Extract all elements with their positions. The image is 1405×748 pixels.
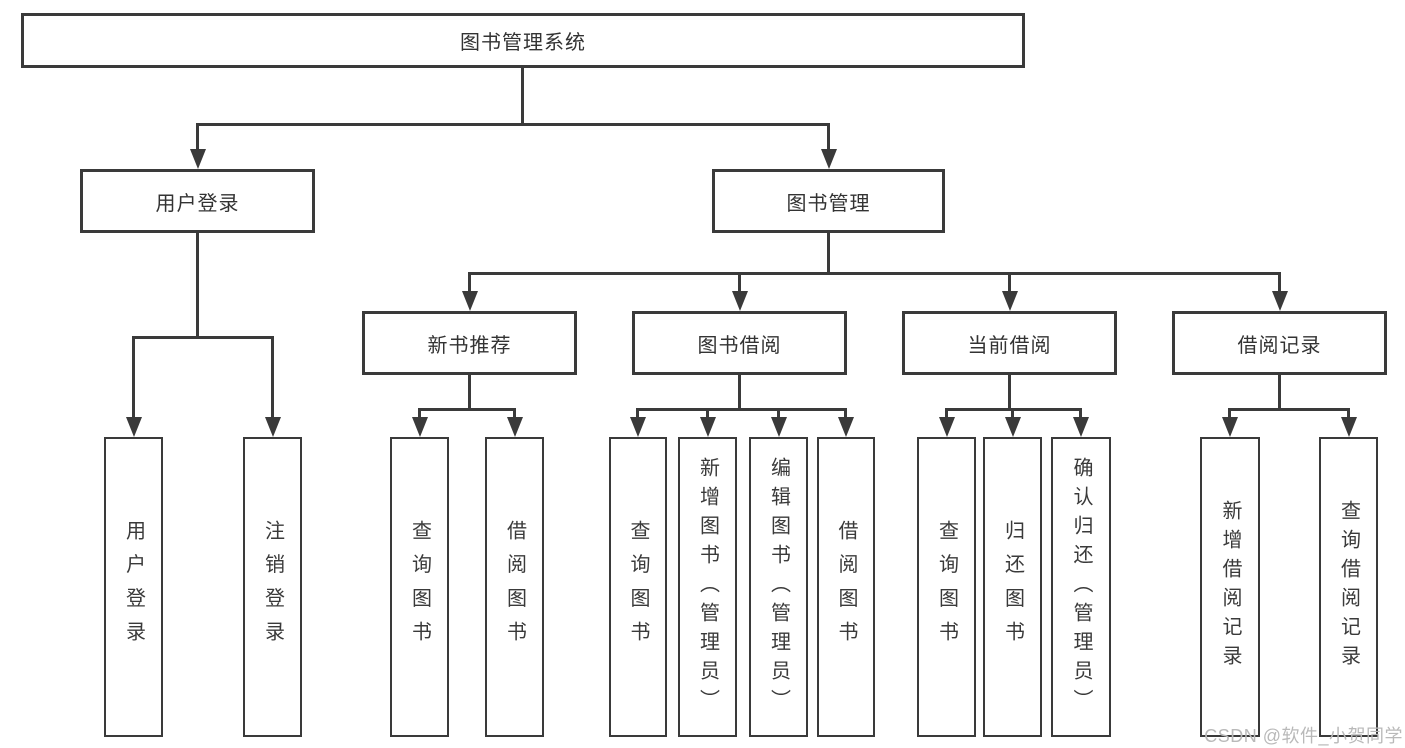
connector (738, 375, 741, 408)
arrow-down-icon (462, 291, 478, 311)
connector (271, 336, 274, 420)
connector (1011, 408, 1014, 420)
node-label: 确认归还（管理员） (1070, 456, 1092, 718)
node-borrow-edit-admin: 编辑图书（管理员） (749, 437, 808, 737)
arrow-down-icon (126, 417, 142, 437)
node-label: 用户登录 (122, 519, 145, 655)
connector (1008, 272, 1011, 294)
arrow-down-icon (1002, 291, 1018, 311)
node-book-mgmt: 图书管理 (712, 169, 945, 233)
connector (844, 408, 847, 420)
node-newbooks-query: 查询图书 (390, 437, 449, 737)
node-label: 借阅图书 (503, 519, 526, 655)
connector (513, 408, 516, 420)
connector (468, 272, 1281, 275)
node-label: 查询借阅记录 (1337, 500, 1360, 674)
arrow-down-icon (821, 149, 837, 169)
connector (636, 408, 639, 420)
node-current-confirm-admin: 确认归还（管理员） (1051, 437, 1111, 737)
connector (132, 336, 135, 420)
node-newbooks-borrow: 借阅图书 (485, 437, 544, 737)
connector (636, 408, 847, 411)
node-user-login: 用户登录 (80, 169, 315, 233)
connector (468, 375, 471, 408)
connector (945, 408, 948, 420)
node-label: 新增借阅记录 (1219, 500, 1241, 674)
connector (132, 336, 274, 339)
node-label: 图书管理系统 (460, 32, 586, 54)
connector (1347, 408, 1350, 420)
arrow-down-icon (771, 417, 787, 437)
arrow-down-icon (939, 417, 955, 437)
node-borrow-borrow: 借阅图书 (817, 437, 875, 737)
connector (196, 233, 199, 336)
arrow-down-icon (412, 417, 428, 437)
arrow-down-icon (630, 417, 646, 437)
connector (706, 408, 709, 420)
connector (827, 233, 830, 272)
node-borrow-query: 查询图书 (609, 437, 667, 737)
connector (418, 408, 421, 420)
connector (827, 123, 830, 153)
arrow-down-icon (732, 291, 748, 311)
connector (1278, 375, 1281, 408)
arrow-down-icon (1073, 417, 1089, 437)
node-records-add: 新增借阅记录 (1200, 437, 1260, 737)
connector (418, 408, 516, 411)
node-label: 编辑图书（管理员） (767, 456, 790, 718)
connector (196, 123, 830, 126)
arrow-down-icon (1341, 417, 1357, 437)
watermark-text: CSDN @软件_小贺同学 (1204, 726, 1403, 746)
node-borrow-add-admin: 新增图书（管理员） (678, 437, 737, 737)
node-book-borrowing: 图书借阅 (632, 311, 847, 375)
connector (468, 272, 471, 294)
node-label: 归还图书 (1001, 519, 1024, 655)
connector (1008, 375, 1011, 408)
connector (1228, 408, 1350, 411)
node-loan-records: 借阅记录 (1172, 311, 1387, 375)
connector (777, 408, 780, 420)
arrow-down-icon (190, 149, 206, 169)
node-current-return: 归还图书 (983, 437, 1042, 737)
node-label: 用户登录 (155, 192, 240, 215)
node-new-book-rec: 新书推荐 (362, 311, 577, 375)
connector (1079, 408, 1082, 420)
arrow-down-icon (1005, 417, 1021, 437)
connector (1228, 408, 1231, 420)
arrow-down-icon (838, 417, 854, 437)
node-root: 图书管理系统 (21, 13, 1025, 68)
arrow-down-icon (1272, 291, 1288, 311)
node-current-loans: 当前借阅 (902, 311, 1117, 375)
node-label: 借阅图书 (835, 519, 857, 655)
node-label: 借阅记录 (1237, 334, 1322, 357)
node-do-login: 用户登录 (104, 437, 163, 737)
connector (1278, 272, 1281, 294)
node-label: 查询图书 (627, 519, 649, 655)
node-label: 查询图书 (935, 519, 958, 655)
node-label: 查询图书 (408, 519, 431, 655)
node-current-query: 查询图书 (917, 437, 976, 737)
arrow-down-icon (507, 417, 523, 437)
node-label: 当前借阅 (967, 334, 1052, 357)
arrow-down-icon (700, 417, 716, 437)
connector (521, 68, 524, 123)
connector (196, 123, 199, 153)
arrow-down-icon (1222, 417, 1238, 437)
node-label: 图书管理 (786, 192, 871, 215)
connector (738, 272, 741, 294)
node-label: 图书借阅 (697, 334, 782, 357)
node-records-query: 查询借阅记录 (1319, 437, 1378, 737)
node-label: 新增图书（管理员） (696, 456, 719, 718)
node-do-logout: 注销登录 (243, 437, 302, 737)
arrow-down-icon (265, 417, 281, 437)
node-label: 新书推荐 (427, 334, 512, 357)
node-label: 注销登录 (261, 519, 284, 655)
